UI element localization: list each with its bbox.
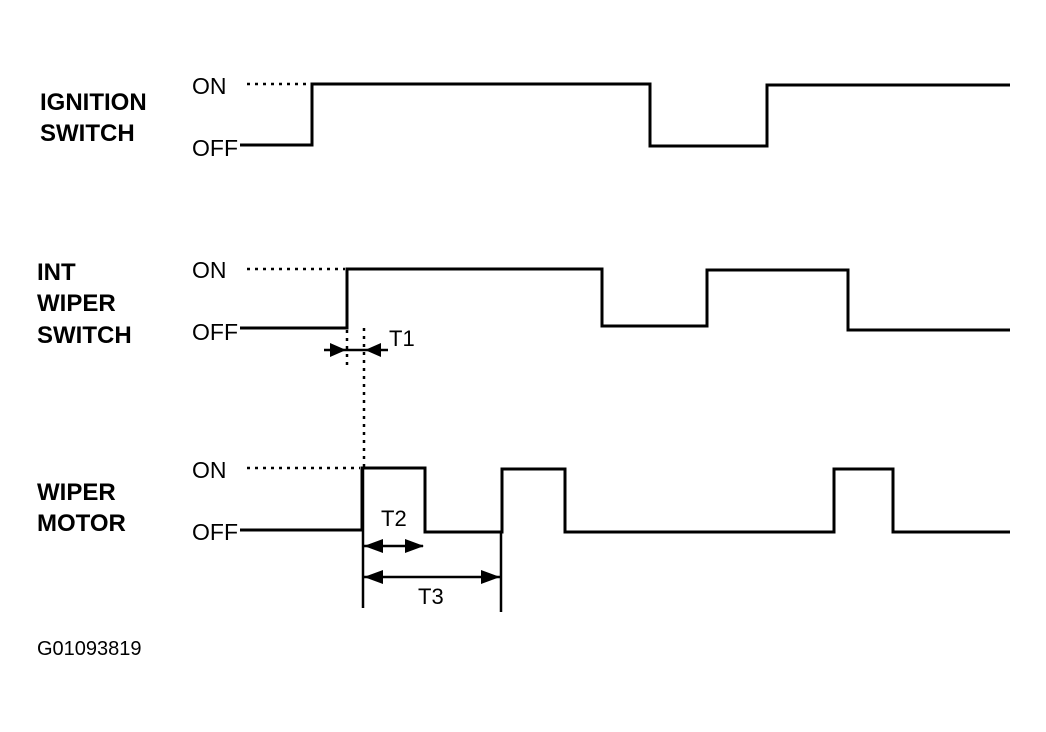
t3-left-arrowhead xyxy=(364,570,383,584)
int-wiper-on-level-label: ON xyxy=(192,257,227,283)
int-wiper-waveform xyxy=(240,267,1010,332)
int-wiper-off-level-label: OFF xyxy=(192,319,238,345)
t3-label: T3 xyxy=(418,584,444,609)
ignition-label-line-2: SWITCH xyxy=(40,120,135,147)
figure-code: G01093819 xyxy=(37,638,142,660)
t2-right-arrowhead xyxy=(405,539,424,553)
int-wiper-label-line-2: WIPER xyxy=(37,290,116,317)
t2-label: T2 xyxy=(381,506,407,531)
t2-t3-interval-markers: T2 T3 xyxy=(361,468,503,612)
t3-right-arrowhead xyxy=(481,570,500,584)
t1-interval-marker: T1 xyxy=(324,326,415,468)
wiper-motor-off-level-label: OFF xyxy=(192,519,238,545)
wiper-motor-label-line-1: WIPER xyxy=(37,479,116,506)
wiper-motor-label-line-2: MOTOR xyxy=(37,510,126,537)
ignition-switch-signal: IGNITION SWITCH ON OFF xyxy=(40,73,1010,161)
int-wiper-switch-signal: INT WIPER SWITCH ON OFF xyxy=(37,257,1010,349)
wiper-motor-signal: WIPER MOTOR ON OFF xyxy=(37,457,1010,545)
ignition-off-level-label: OFF xyxy=(192,135,238,161)
ignition-label-line-1: IGNITION xyxy=(40,89,147,116)
ignition-waveform xyxy=(240,82,1010,148)
int-wiper-label-line-3: SWITCH xyxy=(37,322,132,349)
int-wiper-label-line-1: INT xyxy=(37,259,76,286)
ignition-on-level-label: ON xyxy=(192,73,227,99)
t2-left-arrowhead xyxy=(364,539,383,553)
t1-label: T1 xyxy=(389,326,415,351)
wiper-motor-on-level-label: ON xyxy=(192,457,227,483)
t1-right-arrowhead xyxy=(365,343,381,357)
wiper-motor-waveform xyxy=(240,466,1010,534)
t1-left-arrowhead xyxy=(330,343,346,357)
